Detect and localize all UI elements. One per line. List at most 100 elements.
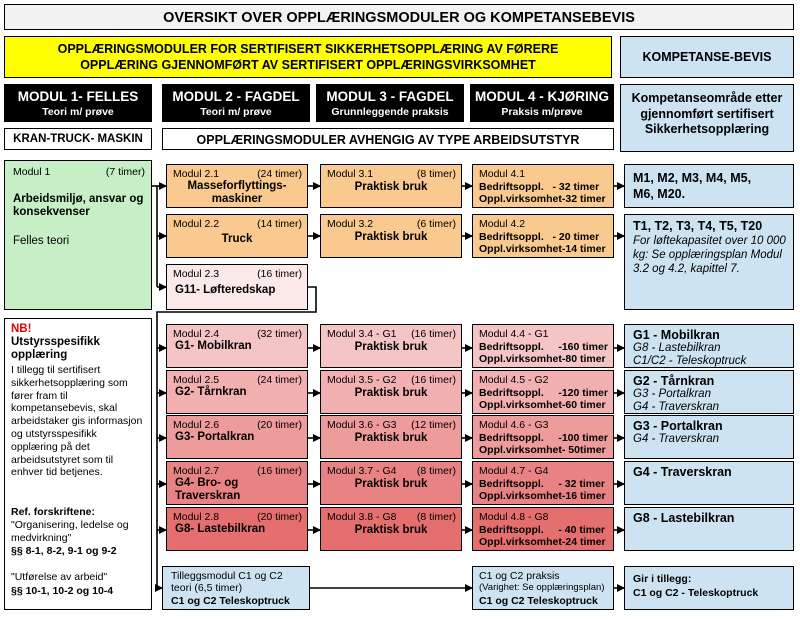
modul2-header-sub: Teori m/ prøve	[200, 106, 272, 118]
modul-4-2-a: Bedriftsoppl. - 20 timer	[479, 231, 600, 243]
kompetanse-row-8-box: G8 - Lastebilkran	[624, 507, 794, 551]
tillegg-line2: teori (6,5 timer)	[171, 582, 243, 594]
nb-quote1: "Organisering, ledelse og medvirkning"	[11, 519, 129, 544]
modul-3-2-title: Praktisk bruk	[354, 231, 428, 243]
modul-4-5-a: Bedriftsoppl. -120 timer	[479, 387, 608, 399]
kompetansebevis-title: KOMPETANSE-BEVIS	[642, 50, 772, 64]
tillegg-box: Tilleggsmodul C1 og C2 teori (6,5 timer)…	[162, 566, 310, 610]
c-praksis-line1: C1 og C2 praksis	[479, 570, 560, 582]
modul1-hours: (7 timer)	[105, 166, 145, 178]
kompetanse-row-4-line2: C1/C2 - Teleskoptruck	[633, 355, 747, 367]
modul-2-5-label: Modul 2.5	[173, 374, 220, 386]
modul-2-6-hours: (20 timer)	[257, 419, 302, 431]
gir-line1: Gir i tillegg:	[633, 573, 692, 585]
modul-3-2-hours: (6 timer)	[416, 218, 456, 230]
kompetanse-t-body: For løftekapasitet over 10 000 kg: Se op…	[633, 235, 786, 275]
modul-3-2-box: Modul 3.2 (6 timer) Praktisk bruk	[320, 214, 462, 258]
modul-2-3-title: G11- Løfteredskap	[175, 284, 276, 296]
modul1-label: Modul 1	[13, 166, 51, 178]
kompetanseomrade-text: Kompetanseområde etter gjennomført serti…	[631, 91, 783, 137]
modul4-header-title: MODUL 4 - KJØRING	[474, 89, 609, 104]
modul-2-7-label: Modul 2.7	[173, 465, 220, 477]
modul-3-1-box: Modul 3.1 (8 timer) Praktisk bruk	[320, 164, 462, 208]
modul-3-7-label: Modul 3.7 - G4	[327, 465, 397, 477]
modul1-sub: Felles teori	[13, 235, 70, 247]
modul-2-5-hours: (24 timer)	[257, 374, 302, 386]
nb-ref: Ref. forskriftene:	[11, 506, 96, 518]
modul1-box: Modul 1 (7 timer) Arbeidsmiljø, ansvar o…	[4, 160, 152, 310]
modul-3-5-box: Modul 3.5 - G2(16 timer)Praktisk bruk	[320, 370, 462, 414]
modul-3-4-box: Modul 3.4 - G1 (16 timer)Praktisk bruk	[320, 324, 462, 368]
modul-4-5-label: Modul 4.5 - G2	[479, 374, 549, 386]
modul-3-4-label: Modul 3.4 - G1	[327, 328, 397, 340]
modul-4-1-label: Modul 4.1	[479, 168, 526, 180]
nb-box: NB! Utstyrsspesifikk opplæring I tillegg…	[4, 318, 152, 610]
modul-3-6-label: Modul 3.6 - G3	[327, 419, 397, 431]
kompetanse-row-6-title: G3 - Portalkran	[633, 419, 723, 433]
modul-2-2-hours: (14 timer)	[257, 218, 302, 230]
modul-2-8-hours: (20 timer)	[257, 511, 302, 523]
modul-3-4-hours: (16 timer)	[411, 328, 456, 340]
nb-paras1: §§ 8-1, 8-2, 9-1 og 9-2	[11, 545, 117, 557]
modul-3-8-label: Modul 3.8 - G8	[327, 511, 397, 523]
gir-box: Gir i tillegg: C1 og C2 - Teleskoptruck	[624, 566, 794, 610]
modul-4-1-a: Bedriftsoppl. - 32 timer	[479, 181, 600, 193]
modul-4-2-box: Modul 4.2 Bedriftsoppl. - 20 timer Oppl.…	[472, 214, 614, 258]
kompetanseomrade-box: Kompetanseområde etter gjennomført serti…	[620, 84, 794, 152]
line-2-3-down	[156, 286, 317, 530]
kompetanse-row-4-line1: G8 - Lastebilkran	[633, 342, 721, 354]
kran-truck-text: KRAN-TRUCK- MASKIN	[13, 133, 143, 145]
modul-3-4-title: Praktisk bruk	[354, 341, 428, 353]
modul-4-4-b: Oppl.virksomhet-80 timer	[479, 353, 606, 365]
modul-2-8-label: Modul 2.8	[173, 511, 220, 523]
modul-3-1-title: Praktisk bruk	[354, 181, 428, 193]
modul-2-4-title: G1- Mobilkran	[175, 340, 252, 352]
banner-line1: OPPLÆRINGSMODULER FOR SERTIFISERT SIKKER…	[57, 42, 559, 56]
kompetanse-m-line2: M6, M20.	[633, 187, 686, 201]
modul2-header: MODUL 2 - FAGDEL Teori m/ prøve	[162, 84, 310, 122]
modul3-header-sub: Grunnleggende praksis	[331, 106, 449, 118]
nb-label: NB!	[11, 323, 32, 335]
page-title: OVERSIKT OVER OPPLÆRINGSMODULER OG KOMPE…	[163, 10, 635, 26]
modul-4-4-a: Bedriftsoppl. -160 timer	[479, 341, 608, 353]
modul-4-6-a: Bedriftsoppl. -100 timer	[479, 432, 608, 444]
modul-3-6-hours: (12 timer)	[411, 419, 456, 431]
modul-2-2-title: Truck	[221, 233, 253, 245]
nb-heading: Utstyrsspesifikk opplæring	[11, 336, 100, 362]
modul-4-1-box: Modul 4.1 Bedriftsoppl. - 32 timer Oppl.…	[472, 164, 614, 208]
modul4-header-sub: Praksis m/prøve	[501, 106, 583, 118]
modul-2-7-hours: (16 timer)	[257, 465, 302, 477]
kompetanse-row-6-line1: G4 - Traverskran	[633, 433, 720, 445]
modul-4-7-a: Bedriftsoppl. - 32 timer	[479, 478, 606, 490]
modul-3-7-box: Modul 3.7 - G4(8 timer)Praktisk bruk	[320, 461, 462, 505]
modul-2-1-hours: (24 timer)	[257, 168, 302, 180]
kompetanse-row-7-box: G4 - Traverskran	[624, 461, 794, 505]
modul-4-8-b: Oppl.virksomhet-24 timer	[479, 536, 606, 548]
modul-4-2-label: Modul 4.2	[479, 218, 526, 230]
c-praksis-line3: C1 og C2 Teleskoptruck	[479, 595, 598, 607]
arrow-to-tillegg	[155, 530, 163, 592]
modul-3-6-box: Modul 3.6 - G3(12 timer)Praktisk bruk	[320, 415, 462, 459]
modul3-header: MODUL 3 - FAGDEL Grunnleggende praksis	[316, 84, 464, 122]
modul-2-5-title: G2- Tårnkran	[175, 386, 247, 398]
modul-2-4-label: Modul 2.4	[173, 328, 220, 340]
kompetanse-row-5-line2: G4 - Traverskran	[633, 401, 720, 413]
modul-3-1-hours: (8 timer)	[416, 168, 456, 180]
kompetanse-m-box: M1, M2, M3, M4, M5, M6, M20.	[624, 164, 794, 208]
kompetanse-t-title: T1, T2, T3, T4, T5, T20	[633, 219, 763, 233]
modul-3-8-hours: (8 timer)	[416, 511, 456, 523]
modul-2-2-label: Modul 2.2	[173, 218, 220, 230]
gir-line2: C1 og C2 - Teleskoptruck	[633, 587, 759, 599]
modul2-header-title: MODUL 2 - FAGDEL	[172, 89, 300, 104]
avhengig-header: OPPLÆRINGSMODULER AVHENGIG AV TYPE ARBEI…	[162, 128, 614, 150]
c-praksis-box: C1 og C2 praksis (Varighet: Se opplæring…	[472, 566, 614, 610]
modul-3-2-label: Modul 3.2	[327, 218, 374, 230]
modul-3-7-title: Praktisk bruk	[354, 478, 428, 490]
